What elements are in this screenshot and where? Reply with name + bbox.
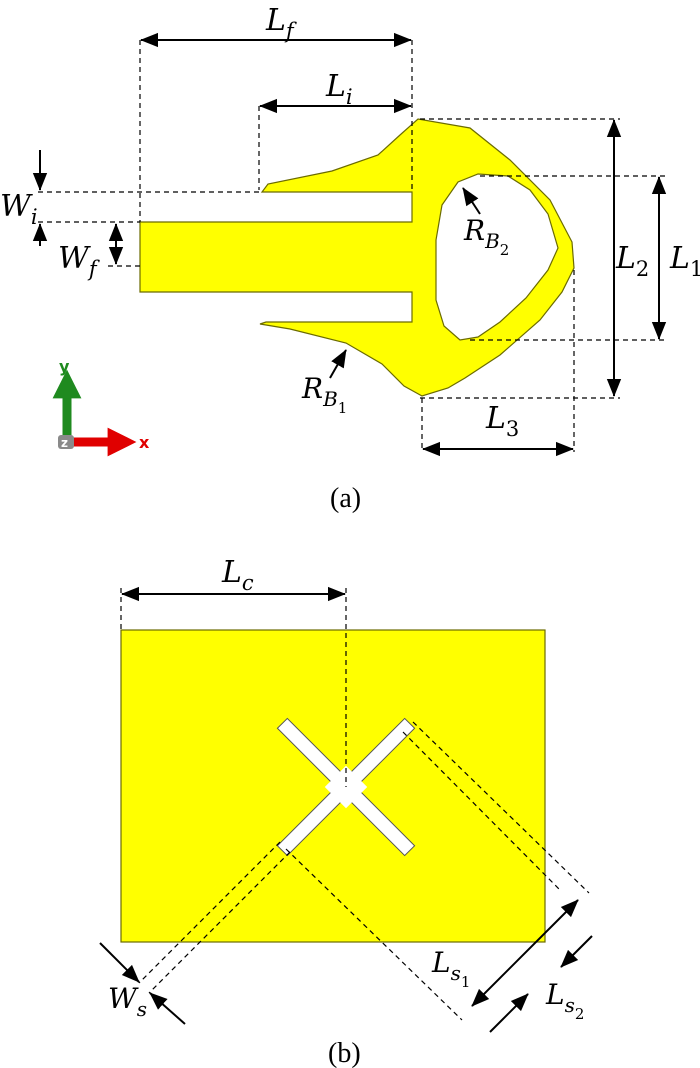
z-axis-origin [58,435,74,449]
label-lc: Lc [221,555,254,595]
label-rb2: RB2 [463,214,509,259]
coordinate-axes: y x z [52,357,150,457]
label-l2: L2 [615,241,649,281]
rb1-pointer-arrow [329,349,347,379]
axis-label-y: y [59,357,70,376]
axis-label-z: z [61,436,68,450]
label-rb1: RB1 [301,372,347,417]
ws-arrow-left [99,942,140,983]
label-wi: Wi [0,189,38,229]
label-ls1: Ls1 [431,946,470,991]
label-ls2: Ls2 [545,978,584,1023]
label-li: Li [325,69,353,109]
dashed-extension-lines [38,40,665,452]
label-ws: Ws [108,982,147,1021]
label-l1: L1 [669,241,700,281]
ws-arrow-right [149,992,186,1025]
dashed-guides-b [120,588,590,1021]
dimension-arrows [32,32,667,457]
rb2-pointer-arrow [462,187,481,215]
label-l3: L3 [485,401,519,441]
axis-label-x: x [139,433,150,452]
figure-a: Lf Li Wi Wf RB2 RB1 L2 L1 L3 y x z (a) [0,3,700,514]
figure-b: Lc Ws Ls1 Ls2 (b) [99,555,593,1068]
caption-a: (a) [330,483,361,514]
label-wf: Wf [58,241,100,281]
ls1-dimension-arrow [471,899,579,1007]
radiating-patch [139,118,575,397]
ls2-arrow-right [560,935,593,968]
caption-b: (b) [328,1038,361,1068]
label-lf: Lf [265,3,297,43]
ls2-arrow-left [489,993,529,1033]
